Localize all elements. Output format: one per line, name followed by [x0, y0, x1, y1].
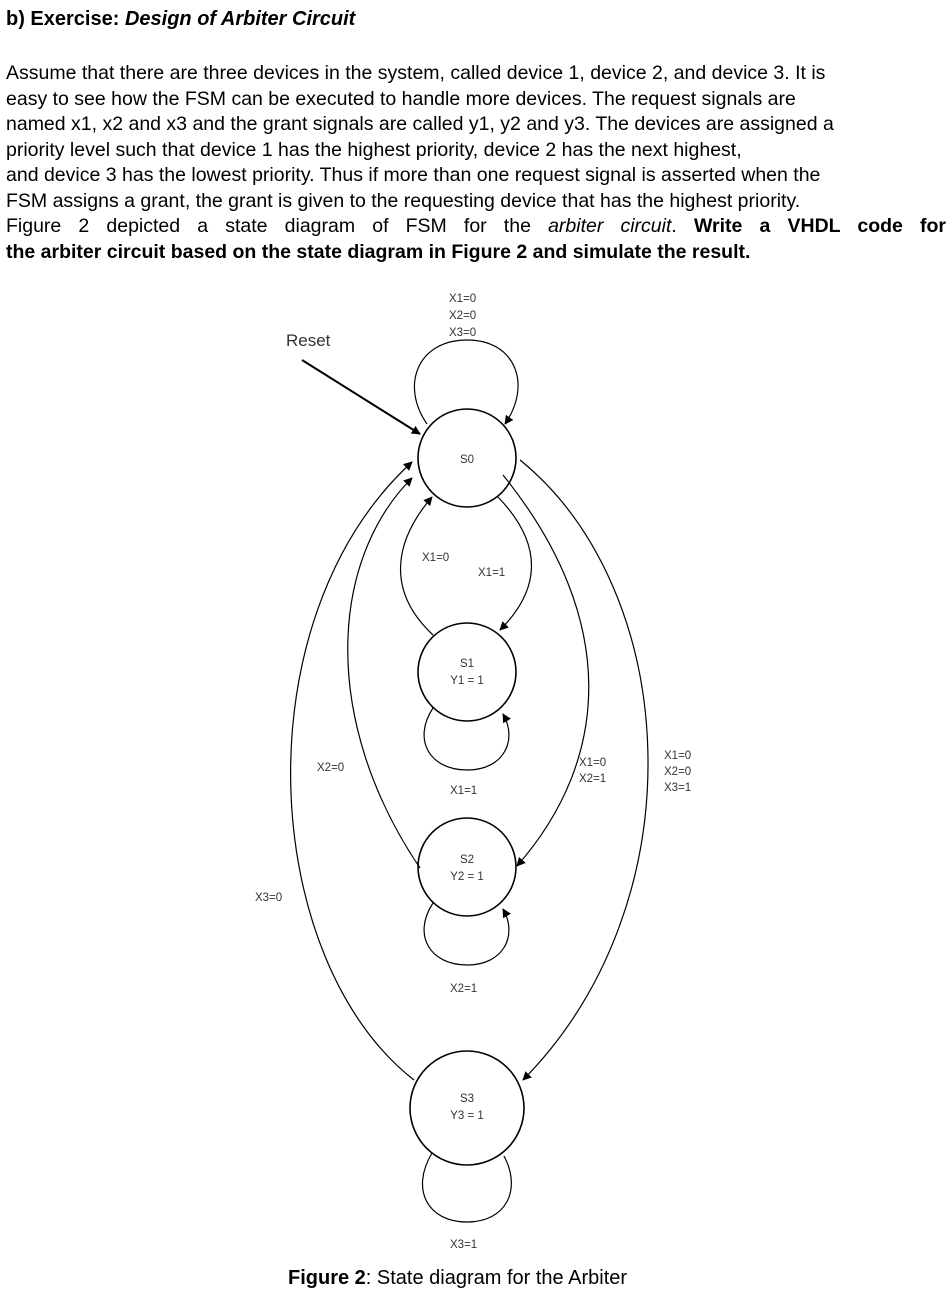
state-s3-name: S3	[460, 1093, 474, 1105]
reset-label: Reset	[286, 331, 331, 350]
caption-label: Figure 2	[288, 1267, 366, 1289]
transition-s0-to-s1-label: X1=1	[478, 567, 505, 579]
state-s2-output: Y2 = 1	[450, 871, 484, 883]
self-loop-s0-label-x3: X3=0	[449, 327, 476, 339]
transition-s0-to-s3-label-x3: X3=1	[664, 782, 691, 794]
transition-s1-to-s0	[400, 496, 434, 636]
reset-arrow	[301, 359, 421, 435]
paragraph-line-5: and device 3 has the lowest priority. Th…	[6, 164, 821, 186]
self-loop-s0	[413, 339, 519, 425]
transition-s0-to-s2-label-x1: X1=0	[579, 757, 606, 769]
state-s2: S2 Y2 = 1	[417, 817, 517, 917]
state-s1-name: S1	[460, 658, 474, 670]
state-s1: S1 Y1 = 1	[417, 622, 517, 722]
self-loop-s1-label: X1=1	[450, 785, 477, 797]
paragraph-line-4: priority level such that device 1 has th…	[6, 138, 742, 161]
paragraph-line-2: easy to see how the FSM can be executed …	[6, 87, 796, 110]
exercise-heading: b) Exercise: Design of Arbiter Circuit	[6, 8, 355, 31]
self-loop-s3	[421, 1152, 512, 1223]
figure-caption: Figure 2: State diagram for the Arbiter	[288, 1267, 627, 1290]
transition-s2-to-s0-label: X2=0	[317, 762, 344, 774]
self-loop-s1	[423, 707, 511, 771]
line7-italic: arbiter circuit	[548, 215, 672, 237]
state-s2-name: S2	[460, 854, 474, 866]
transition-s2-to-s0	[347, 477, 421, 869]
state-s0: S0	[417, 408, 517, 508]
transition-s0-to-s3	[519, 459, 649, 1081]
state-s1-output: Y1 = 1	[450, 675, 484, 687]
transition-s0-to-s3-label-x2: X2=0	[664, 766, 691, 778]
self-loop-s0-label-x2: X2=0	[449, 310, 476, 322]
line7-period: .	[671, 215, 694, 237]
state-s3: S3 Y3 = 1	[409, 1050, 525, 1166]
line7-bold: Write a VHDL code for	[693, 215, 946, 237]
transition-s1-to-s0-label: X1=0	[422, 552, 449, 564]
transition-s0-to-s1	[496, 495, 533, 631]
self-loop-s0-label-x1: X1=0	[449, 293, 476, 305]
heading-prefix: b) Exercise:	[6, 8, 125, 30]
self-loop-s3-label: X3=1	[450, 1239, 477, 1251]
transition-s0-to-s3-label-x1: X1=0	[664, 750, 691, 762]
line7-text: Figure 2 depicted a state diagram of FSM…	[6, 215, 549, 237]
paragraph-line-3: named x1, x2 and x3 and the grant signal…	[6, 113, 834, 135]
paragraph-line-7: Figure 2 depicted a state diagram of FSM…	[6, 214, 946, 240]
transition-s0-to-s2-label-x2: X2=1	[579, 773, 606, 785]
transition-s3-to-s0	[290, 461, 415, 1081]
self-loop-s2	[423, 902, 511, 966]
paragraph-line-1: Assume that there are three devices in t…	[6, 62, 826, 84]
paragraph-line-8: the arbiter circuit based on the state d…	[6, 240, 751, 263]
self-loop-s2-label: X2=1	[450, 983, 477, 995]
state-s0-name: S0	[460, 454, 474, 466]
exercise-paragraph: Assume that there are three devices in t…	[6, 61, 946, 265]
transition-s0-to-s2	[502, 474, 590, 867]
transition-s3-to-s0-label: X3=0	[255, 892, 282, 904]
paragraph-line-6: FSM assigns a grant, the grant is given …	[6, 189, 801, 212]
state-s3-output: Y3 = 1	[450, 1110, 484, 1122]
heading-title: Design of Arbiter Circuit	[124, 8, 356, 30]
caption-text: : State diagram for the Arbiter	[365, 1267, 628, 1289]
